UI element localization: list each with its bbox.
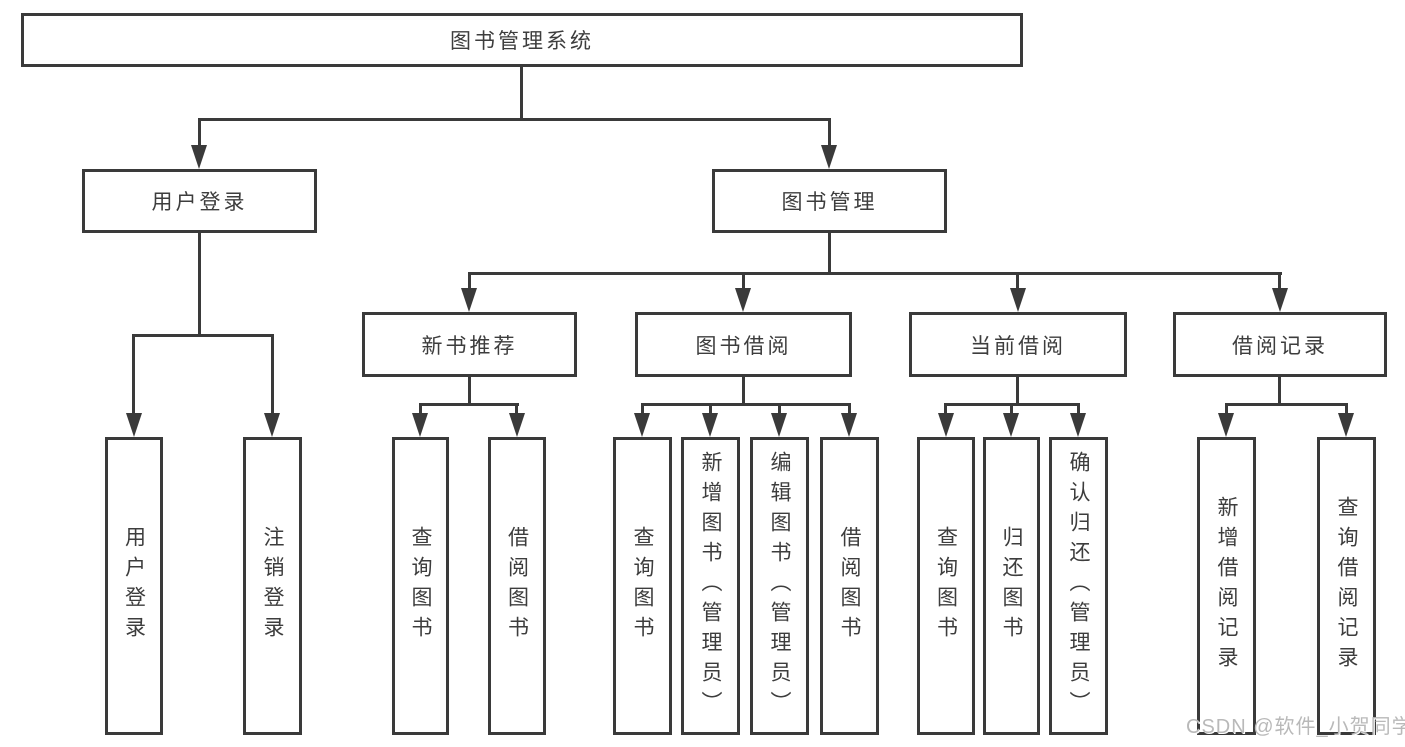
connector-line — [515, 403, 518, 417]
node-book-management: 图书管理 — [712, 169, 947, 233]
node-query-books-borrowing-label: 查询图书 — [631, 526, 654, 646]
arrow-down-icon — [841, 413, 857, 437]
node-query-books-borrowing: 查询图书 — [613, 437, 672, 735]
node-borrow-books-recommend: 借阅图书 — [488, 437, 546, 735]
connector-line — [944, 403, 947, 417]
node-add-borrow-record: 新增借阅记录 — [1197, 437, 1256, 735]
node-current-borrowing: 当前借阅 — [909, 312, 1127, 377]
node-query-books-recommend-label: 查询图书 — [409, 526, 432, 646]
arrow-down-icon — [461, 288, 477, 312]
connector-line — [709, 403, 712, 417]
connector-line — [271, 334, 274, 417]
node-borrow-books-borrowing: 借阅图书 — [820, 437, 879, 735]
node-return-books-label: 归还图书 — [1000, 526, 1023, 646]
node-book-management-label: 图书管理 — [781, 191, 878, 214]
connector-line — [1278, 377, 1281, 406]
connector-line — [641, 403, 851, 406]
node-borrowing-records-label: 借阅记录 — [1232, 334, 1328, 358]
arrow-down-icon — [126, 413, 142, 437]
connector-line — [1010, 403, 1013, 417]
node-book-borrowing: 图书借阅 — [635, 312, 852, 377]
arrow-down-icon — [821, 145, 837, 169]
connector-line — [520, 64, 523, 121]
arrow-down-icon — [1218, 413, 1234, 437]
node-query-books-recommend: 查询图书 — [392, 437, 449, 735]
node-borrow-books-borrowing-label: 借阅图书 — [838, 526, 861, 646]
node-query-books-current: 查询图书 — [917, 437, 975, 735]
connector-line — [468, 272, 1282, 275]
arrow-down-icon — [938, 413, 954, 437]
node-add-books-admin-label: 新增图书（管理员） — [699, 451, 722, 721]
connector-line — [468, 377, 471, 406]
connector-line — [828, 233, 831, 275]
arrow-down-icon — [735, 288, 751, 312]
connector-line — [132, 334, 274, 337]
arrow-down-icon — [1272, 288, 1288, 312]
csdn-watermark: CSDN @软件_小贺同学 — [1186, 716, 1405, 738]
arrow-down-icon — [771, 413, 787, 437]
node-query-books-current-label: 查询图书 — [934, 526, 958, 646]
arrow-down-icon — [509, 413, 525, 437]
connector-line — [1016, 272, 1019, 292]
node-user-login-leaf: 用户登录 — [105, 437, 163, 735]
connector-line — [1225, 403, 1348, 406]
arrow-down-icon — [1070, 413, 1086, 437]
connector-line — [198, 233, 201, 337]
connector-line — [641, 403, 644, 417]
node-query-borrow-record: 查询借阅记录 — [1317, 437, 1376, 735]
arrow-down-icon — [412, 413, 428, 437]
connector-line — [419, 403, 422, 417]
connector-line — [1345, 403, 1348, 417]
node-user-login-label: 用户登录 — [151, 191, 248, 214]
node-current-borrowing-label: 当前借阅 — [970, 334, 1066, 358]
connector-line — [132, 334, 135, 417]
node-edit-books-admin-label: 编辑图书（管理员） — [768, 451, 791, 721]
node-logout: 注销登录 — [243, 437, 302, 735]
connector-line — [1225, 403, 1228, 417]
connector-line — [1278, 272, 1281, 292]
connector-line — [778, 403, 781, 417]
node-root-label: 图书管理系统 — [450, 30, 594, 53]
arrow-down-icon — [191, 145, 207, 169]
node-root: 图书管理系统 — [21, 13, 1023, 67]
node-confirm-return-admin: 确认归还（管理员） — [1049, 437, 1108, 735]
connector-line — [848, 403, 851, 417]
node-query-borrow-record-label: 查询借阅记录 — [1335, 496, 1358, 676]
node-borrow-books-recommend-label: 借阅图书 — [505, 526, 529, 646]
node-book-borrowing-label: 图书借阅 — [695, 334, 792, 358]
node-edit-books-admin: 编辑图书（管理员） — [750, 437, 809, 735]
connector-line — [828, 118, 831, 148]
connector-line — [198, 118, 201, 148]
arrow-down-icon — [1003, 413, 1019, 437]
node-add-books-admin: 新增图书（管理员） — [681, 437, 740, 735]
node-borrowing-records: 借阅记录 — [1173, 312, 1387, 377]
node-user-login-leaf-label: 用户登录 — [122, 526, 146, 646]
arrow-down-icon — [1338, 413, 1354, 437]
connector-line — [198, 118, 831, 121]
arrow-down-icon — [1010, 288, 1026, 312]
connector-line — [742, 377, 745, 406]
node-logout-label: 注销登录 — [261, 526, 284, 646]
node-return-books: 归还图书 — [983, 437, 1040, 735]
arrow-down-icon — [634, 413, 650, 437]
connector-line — [1016, 377, 1019, 406]
node-confirm-return-admin-label: 确认归还（管理员） — [1067, 451, 1090, 721]
arrow-down-icon — [702, 413, 718, 437]
connector-line — [419, 403, 519, 406]
node-add-borrow-record-label: 新增借阅记录 — [1215, 496, 1238, 676]
node-new-book-recommend: 新书推荐 — [362, 312, 577, 377]
connector-line — [468, 272, 471, 292]
node-user-login: 用户登录 — [82, 169, 317, 233]
arrow-down-icon — [264, 413, 280, 437]
connector-line — [1077, 403, 1080, 417]
node-new-book-recommend-label: 新书推荐 — [421, 334, 518, 358]
connector-line — [742, 272, 745, 292]
